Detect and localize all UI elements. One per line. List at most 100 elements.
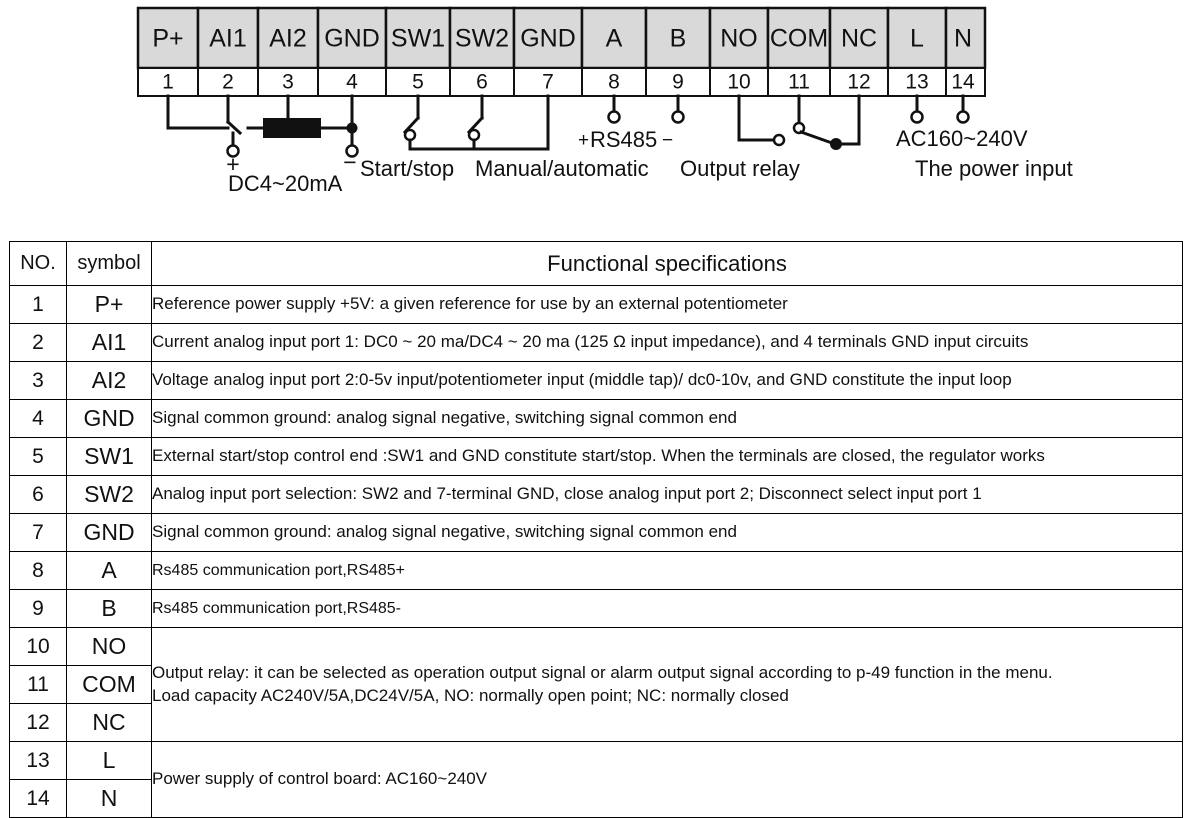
row-symbol: NO <box>66 627 152 666</box>
terminal-number-8: 8 <box>608 71 620 94</box>
row-no: 6 <box>9 475 67 514</box>
row-no: 2 <box>9 323 67 362</box>
terminal-cell-6 <box>448 6 516 70</box>
terminal-symbol-11: COM <box>770 25 828 53</box>
switch-circuit <box>402 94 550 151</box>
row-no: 9 <box>9 589 67 628</box>
row-description: Reference power supply +5V: a given refe… <box>151 285 1183 324</box>
terminal-point-analog-minus <box>345 144 359 158</box>
diagram-annotations: + − DC4~20mA Start/stop Manual/automatic… <box>226 126 1072 196</box>
terminal-symbol-14: N <box>954 25 972 53</box>
terminal-number-cell-6 <box>449 67 515 97</box>
table-row: 13 L Power supply of control board: AC16… <box>9 741 1183 818</box>
terminal-number-11: 11 <box>788 71 810 94</box>
terminal-cell-10 <box>708 6 770 70</box>
row-description: Current analog input port 1: DC0 ~ 20 ma… <box>151 323 1183 362</box>
row-description: External start/stop control end :SW1 and… <box>151 437 1183 476</box>
table-row: 7 GND Signal common ground: analog signa… <box>9 513 1183 552</box>
row-description: Voltage analog input port 2:0-5v input/p… <box>151 361 1183 400</box>
table-row: 10 NO Output relay: it can be selected a… <box>9 627 1183 742</box>
terminal-point-rs485-b <box>671 110 685 124</box>
rs485-minus-sign: − <box>662 130 673 151</box>
table-row: 12 NC <box>9 703 1183 742</box>
table-row: 6 SW2 Analog input port selection: SW2 a… <box>9 475 1183 514</box>
row-symbol: GND <box>66 513 152 552</box>
table-row: 3 AI2 Voltage analog input port 2:0-5v i… <box>9 361 1183 400</box>
terminal-point-line <box>910 110 924 124</box>
terminal-symbol-2: AI1 <box>209 25 247 53</box>
power-input-circuit <box>910 94 970 124</box>
ac-range-label: AC160~240V <box>896 126 1028 151</box>
terminal-wiring-diagram: P+ AI1 AI2 GND SW1 SW2 GND A B NO COM NC… <box>0 0 1192 225</box>
terminal-number-cell-9 <box>645 67 711 97</box>
row-symbol: N <box>66 779 152 818</box>
row-symbol: AI1 <box>66 323 152 362</box>
terminal-cell-12 <box>828 6 890 70</box>
header-description: Functional specifications <box>151 241 1183 286</box>
row-symbol: A <box>66 551 152 590</box>
terminal-number-4: 4 <box>346 71 358 94</box>
terminal-number-2: 2 <box>222 71 234 94</box>
relay-description-line1: Output relay: it can be selected as oper… <box>152 662 1053 682</box>
terminal-number-cell-3 <box>257 67 319 97</box>
row-description: Rs485 communication port,RS485+ <box>151 551 1183 590</box>
row-no: 8 <box>9 551 67 590</box>
analog-minus-sign: − <box>343 149 356 175</box>
relay-description-line2: Load capacity AC240V/5A,DC24V/5A, NO: no… <box>152 685 789 705</box>
terminal-number-7: 7 <box>542 71 554 94</box>
row-no: 13 <box>9 741 67 780</box>
start-stop-label: Start/stop <box>360 156 454 181</box>
terminal-symbol-8: A <box>606 25 623 53</box>
wiring-lines <box>166 94 970 158</box>
resistor-symbol <box>263 118 321 138</box>
terminal-symbol-7: GND <box>520 25 576 53</box>
row-no: 3 <box>9 361 67 400</box>
terminal-point-analog-plus <box>226 144 240 158</box>
table-row: 11 COM <box>9 665 1183 704</box>
terminal-symbol-10: NO <box>720 25 758 53</box>
row-description: Signal common ground: analog signal nega… <box>151 513 1183 552</box>
row-no: 10 <box>9 627 67 666</box>
row-no: 14 <box>9 779 67 818</box>
terminal-number-cell-13 <box>887 67 947 97</box>
row-no: 7 <box>9 513 67 552</box>
row-symbol: L <box>66 741 152 780</box>
row-no: 11 <box>9 665 67 704</box>
manual-auto-label: Manual/automatic <box>475 156 649 181</box>
terminal-number-12: 12 <box>847 71 870 94</box>
row-no: 12 <box>9 703 67 742</box>
terminal-symbol-1: P+ <box>152 25 183 53</box>
terminal-number-9: 9 <box>672 71 684 94</box>
output-relay-circuit <box>737 94 861 150</box>
relay-blade <box>799 130 834 145</box>
row-no: 5 <box>9 437 67 476</box>
terminal-block: P+ AI1 AI2 GND SW1 SW2 GND A B NO COM NC… <box>136 6 987 97</box>
terminal-cell-8 <box>580 6 648 70</box>
terminal-point-neutral <box>956 110 970 124</box>
analog-plus-sign: + <box>226 151 239 177</box>
table-row: 2 AI1 Current analog input port 1: DC0 ~… <box>9 323 1183 362</box>
junction-dot-gnd <box>346 122 358 134</box>
table-row: 8 A Rs485 communication port,RS485+ <box>9 551 1183 590</box>
analog-input-label: DC4~20mA <box>228 171 343 196</box>
output-relay-label: Output relay <box>680 156 800 181</box>
rs485-label: RS485 <box>590 127 657 152</box>
analog-input-circuit <box>166 94 359 158</box>
header-symbol: symbol <box>66 241 152 286</box>
wiper-arm <box>225 119 243 136</box>
terminal-symbol-5: SW1 <box>391 25 445 53</box>
terminal-number-6: 6 <box>476 71 488 94</box>
terminal-point-rs485-a <box>607 110 621 124</box>
row-symbol: B <box>66 589 152 628</box>
rs485-circuit <box>607 94 685 124</box>
table-row: 4 GND Signal common ground: analog signa… <box>9 399 1183 438</box>
terminal-number-cell-5 <box>385 67 451 97</box>
row-symbol: P+ <box>66 285 152 324</box>
table-header-row: NO. symbol Functional specifications <box>9 241 1183 286</box>
row-no: 1 <box>9 285 67 324</box>
terminal-symbol-3: AI2 <box>269 25 307 53</box>
terminal-number-14: 14 <box>951 71 975 94</box>
row-description: Rs485 communication port,RS485- <box>151 589 1183 628</box>
table-row: 1 P+ Reference power supply +5V: a given… <box>9 285 1183 324</box>
power-description-merged: Power supply of control board: AC160~240… <box>151 741 1183 818</box>
